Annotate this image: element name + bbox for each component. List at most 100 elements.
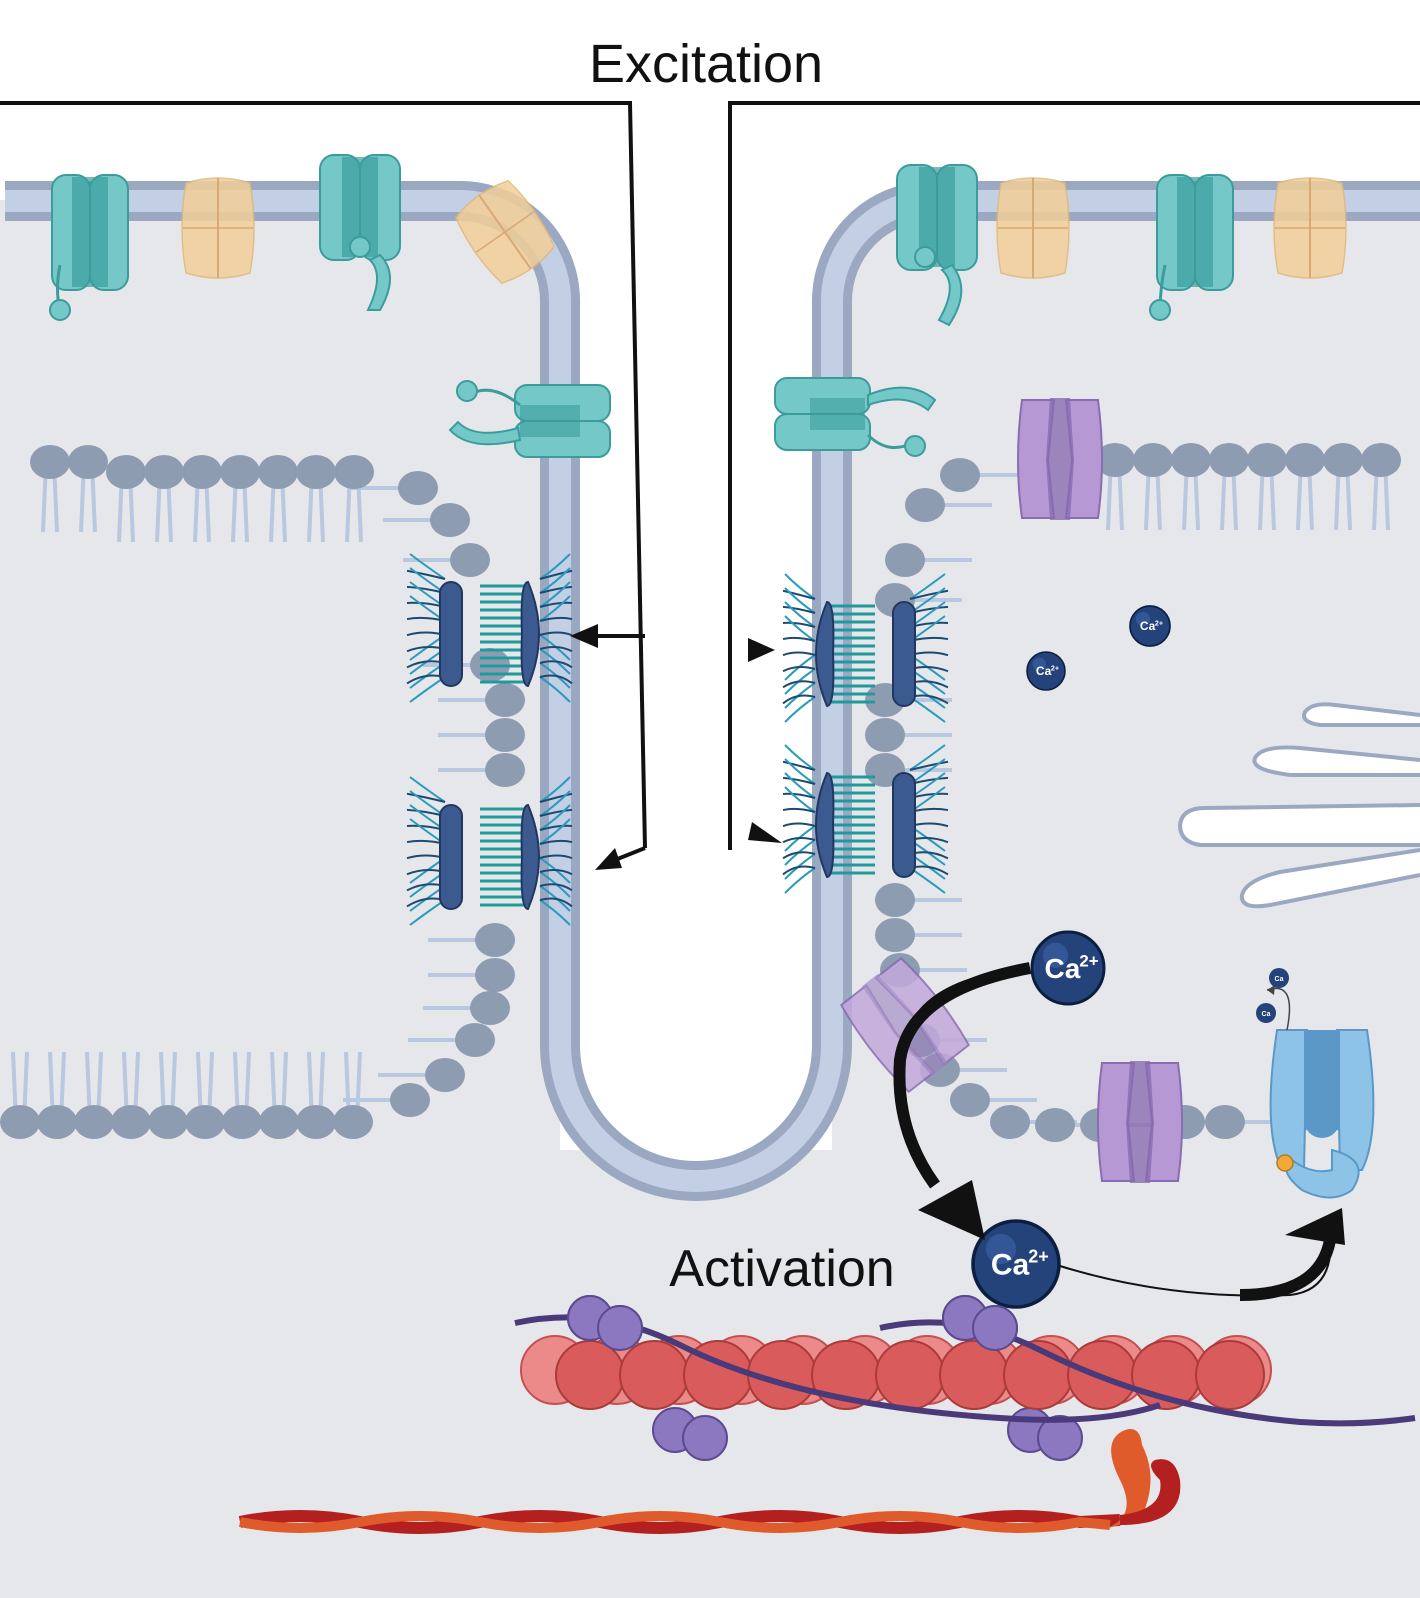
lipid-head <box>333 1105 373 1139</box>
myosin-thick-filament <box>238 1429 1181 1534</box>
sr-purple-channel-top <box>1017 398 1103 520</box>
lipid-head <box>182 455 222 489</box>
lipid-head <box>148 1105 188 1139</box>
lipid-head <box>37 1105 77 1139</box>
small-calcium-ion: Ca <box>1269 968 1289 988</box>
troponin-bead <box>1037 1415 1083 1461</box>
surface-channel-teal-1 <box>49 174 129 321</box>
small-calcium-ion-label: Ca <box>1275 976 1284 983</box>
actin-bead <box>875 1340 945 1410</box>
activation-label: Activation <box>669 1240 894 1298</box>
actin-bead <box>1195 1340 1265 1410</box>
lipid-head <box>475 958 515 992</box>
surface-channel-orange-1 <box>181 177 255 279</box>
lipid-head <box>485 753 525 787</box>
calcium-ion-label: Ca <box>1140 619 1156 633</box>
surface-channel-orange-2 <box>454 180 556 284</box>
lipid-head <box>1361 443 1401 477</box>
lipid-head <box>1171 443 1211 477</box>
ryanodine-receptor <box>782 744 949 894</box>
lipid-head <box>455 1023 495 1057</box>
calcium-ion-label: Ca <box>991 1249 1030 1282</box>
lipid-head <box>144 455 184 489</box>
calcium-pump <box>1266 985 1375 1199</box>
lipid-head <box>0 1105 40 1139</box>
surface-channel-orange-3 <box>996 177 1070 279</box>
lipid-head <box>1247 443 1287 477</box>
lipid-head <box>875 918 915 952</box>
actin-bead <box>555 1340 625 1410</box>
troponin-bead <box>972 1305 1018 1351</box>
lipid-head <box>334 455 374 489</box>
lipid-head <box>940 458 980 492</box>
lipid-head <box>259 1105 299 1139</box>
lipid-head <box>106 455 146 489</box>
lipid-head <box>1285 443 1325 477</box>
sr-purple-channel-bottom <box>1097 1061 1183 1183</box>
calcium-ion-charge: 2+ <box>1155 618 1163 627</box>
surface-channel-teal-3 <box>896 164 978 327</box>
lipid-head <box>1035 1108 1075 1142</box>
calcium-ion-label: Ca <box>1036 664 1052 678</box>
calcium-ion-label: Ca <box>1045 953 1081 984</box>
ryanodine-receptor <box>406 553 573 703</box>
t-tubule-channel-left <box>448 380 611 458</box>
lipid-head <box>905 488 945 522</box>
calcium-ion-charge: 2+ <box>1028 1247 1049 1267</box>
troponin-bead <box>682 1415 728 1461</box>
lipid-head <box>1323 443 1363 477</box>
lipid-head <box>222 1105 262 1139</box>
lipid-head <box>258 455 298 489</box>
lipid-head <box>475 923 515 957</box>
lipid-head <box>950 1083 990 1117</box>
surface-channel-teal-2 <box>319 154 401 311</box>
release-arrow <box>893 962 1032 1189</box>
lipid-head <box>425 1058 465 1092</box>
arrowhead-right-upper <box>748 638 775 662</box>
lipid-head <box>875 883 915 917</box>
lipid-head <box>865 718 905 752</box>
troponin-bead <box>597 1305 643 1351</box>
lipid-head <box>111 1105 151 1139</box>
excitation-signal-lines <box>0 101 1420 850</box>
lipid-head <box>1095 443 1135 477</box>
surface-channel-teal-4 <box>1149 174 1234 321</box>
pump-arrow-thick <box>1239 1238 1336 1301</box>
lipid-head <box>990 1105 1030 1139</box>
lipid-head <box>430 503 470 537</box>
ryanodine-receptor <box>406 776 573 926</box>
lipid-head <box>485 683 525 717</box>
excitation-arrowheads <box>570 624 782 870</box>
lipid-head <box>185 1105 225 1139</box>
sarcolemma-membrane <box>5 181 1420 1201</box>
lipid-head <box>470 991 510 1025</box>
arrowhead-left-lower <box>595 848 622 870</box>
lipid-head <box>30 445 70 479</box>
small-calcium-ion: Ca <box>1256 1003 1276 1023</box>
lipid-head <box>390 1083 430 1117</box>
lipid-head <box>74 1105 114 1139</box>
lipid-head <box>450 543 490 577</box>
lipid-head <box>1209 443 1249 477</box>
surface-channel-orange-4 <box>1273 177 1347 279</box>
lipid-head <box>485 718 525 752</box>
lipid-head <box>885 543 925 577</box>
ryanodine-receptor-couplings <box>406 553 949 926</box>
lipid-head <box>1133 443 1173 477</box>
lipid-head <box>1205 1105 1245 1139</box>
actin-bead <box>619 1340 689 1410</box>
release-arrow-thin <box>919 967 1031 1011</box>
actin-thin-filament <box>514 1295 1416 1461</box>
actin-bead <box>939 1340 1009 1410</box>
lipid-head <box>220 455 260 489</box>
arrowhead-right-lower <box>748 822 782 843</box>
calcium-ion-charge: 2+ <box>1079 952 1098 971</box>
arrowhead-left-upper <box>570 624 598 648</box>
